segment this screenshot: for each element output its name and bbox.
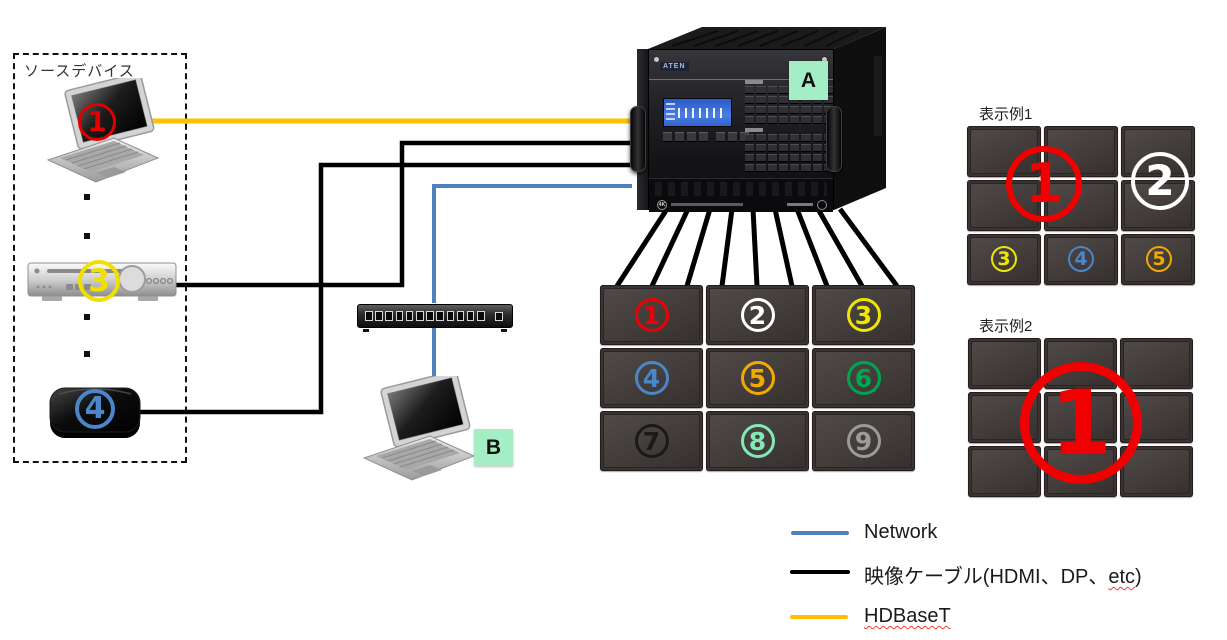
wall-monitor: 1 — [600, 285, 703, 345]
switcher-vent-strip: 4K — [649, 178, 833, 212]
source-av-player: 3 — [26, 258, 178, 304]
example1-number-5: 5 — [1146, 246, 1172, 272]
laptop-icon — [362, 370, 476, 481]
legend-video-label-pre: 映像ケーブル(HDMI、DP、 — [864, 566, 1109, 588]
lcd-left-rows — [666, 103, 675, 121]
legend-hdbaset-swatch — [790, 615, 848, 619]
source-devices-group-box — [13, 53, 187, 463]
matrix-switcher: ATEN — [628, 20, 892, 214]
network-cable-switcher — [432, 184, 632, 303]
example-monitor — [968, 338, 1041, 389]
source-laptop: 1 — [44, 72, 162, 186]
example1-number-3: 3 — [991, 246, 1017, 272]
function-buttons — [663, 132, 749, 142]
screw — [822, 57, 827, 62]
switcher-3d-faces — [648, 27, 886, 210]
ellipsis-dot — [84, 194, 90, 200]
screw — [654, 57, 659, 62]
legend-hdbaset-label: HDBaseT — [864, 605, 951, 627]
network-switch-body — [357, 304, 513, 328]
monitor-number: 1 — [634, 298, 669, 332]
source3-number: 3 — [78, 260, 120, 302]
source4-number: 4 — [75, 389, 115, 429]
switch-foot — [501, 329, 507, 332]
wall-monitor: 7 — [600, 411, 703, 471]
lcd-display — [663, 98, 732, 127]
4k-badge: 4K — [657, 199, 667, 210]
legend-network-swatch — [791, 531, 849, 535]
wall-monitor: 3 — [812, 285, 915, 345]
legend-network-label: Network — [864, 521, 938, 543]
example-monitor — [1120, 338, 1193, 389]
output-section-label — [745, 128, 763, 132]
example-monitor — [1120, 446, 1193, 497]
output-button-grid — [745, 134, 833, 172]
example2-title: 表示例2 — [979, 318, 1033, 335]
output-cables-fan — [614, 207, 900, 288]
ethernet-ports — [365, 311, 485, 321]
monitor-number: 9 — [846, 424, 881, 458]
vent-slots — [655, 182, 827, 196]
legend-video-label-post: ) — [1135, 566, 1142, 588]
monitor-number: 8 — [740, 424, 775, 458]
example-monitor — [967, 234, 1041, 285]
monitor-number: 4 — [634, 361, 669, 395]
wall-monitor: 9 — [812, 411, 915, 471]
wall-monitor: 6 — [812, 348, 915, 408]
model-text-bar — [671, 203, 743, 206]
network-switch — [357, 302, 513, 332]
video-cable-source4 — [134, 162, 632, 415]
video-cable-source3 — [170, 140, 632, 288]
input-section-label — [745, 80, 763, 84]
rack-handle-left — [630, 106, 646, 172]
input-button-grid — [745, 86, 833, 124]
legend-video-label-etc: etc — [1108, 566, 1136, 588]
legend-video-swatch — [790, 570, 850, 574]
switcher-logo-row: 4K — [657, 199, 827, 210]
example1-big-number-1: 1 — [1006, 146, 1082, 222]
ellipsis-dot — [84, 351, 90, 357]
source-media-box: 4 — [45, 380, 145, 444]
monitor-number: 2 — [740, 298, 775, 332]
example2-big-number-1: 1 — [1020, 362, 1142, 484]
example1-number-2: 2 — [1131, 152, 1189, 210]
uplink-port — [495, 312, 503, 321]
switch-foot — [363, 329, 369, 332]
ellipsis-dot — [84, 233, 90, 239]
switcher-badge-A: A — [789, 61, 828, 100]
legend-video-label: 映像ケーブル(HDMI、DP、etc) — [864, 560, 1142, 589]
lcd-digit-marks — [678, 108, 726, 118]
video-wall: 1 2 3 4 5 6 7 8 9 — [600, 285, 915, 471]
monitor-number: 3 — [846, 298, 881, 332]
source-devices-title: ソースデバイス — [24, 63, 135, 80]
wall-monitor: 4 — [600, 348, 703, 408]
accent-line — [649, 79, 833, 80]
rack-handle-right — [826, 106, 842, 172]
control-pc-laptop — [360, 370, 478, 484]
source1-number: 1 — [78, 103, 116, 141]
monitor-number: 5 — [740, 361, 775, 395]
model-number-bar — [787, 203, 813, 206]
wall-monitor: 2 — [706, 285, 809, 345]
monitor-number: 7 — [634, 424, 669, 458]
example1-number-4: 4 — [1068, 246, 1094, 272]
wall-monitor: 5 — [706, 348, 809, 408]
brand-logo: ATEN — [660, 62, 689, 71]
brand-emblem — [817, 199, 827, 210]
ellipsis-dot — [84, 314, 90, 320]
pc-badge-B: B — [474, 429, 513, 466]
switcher-front-panel: ATEN — [648, 49, 834, 212]
example1-title: 表示例1 — [979, 106, 1033, 123]
wall-monitor: 8 — [706, 411, 809, 471]
monitor-number: 6 — [846, 361, 881, 395]
